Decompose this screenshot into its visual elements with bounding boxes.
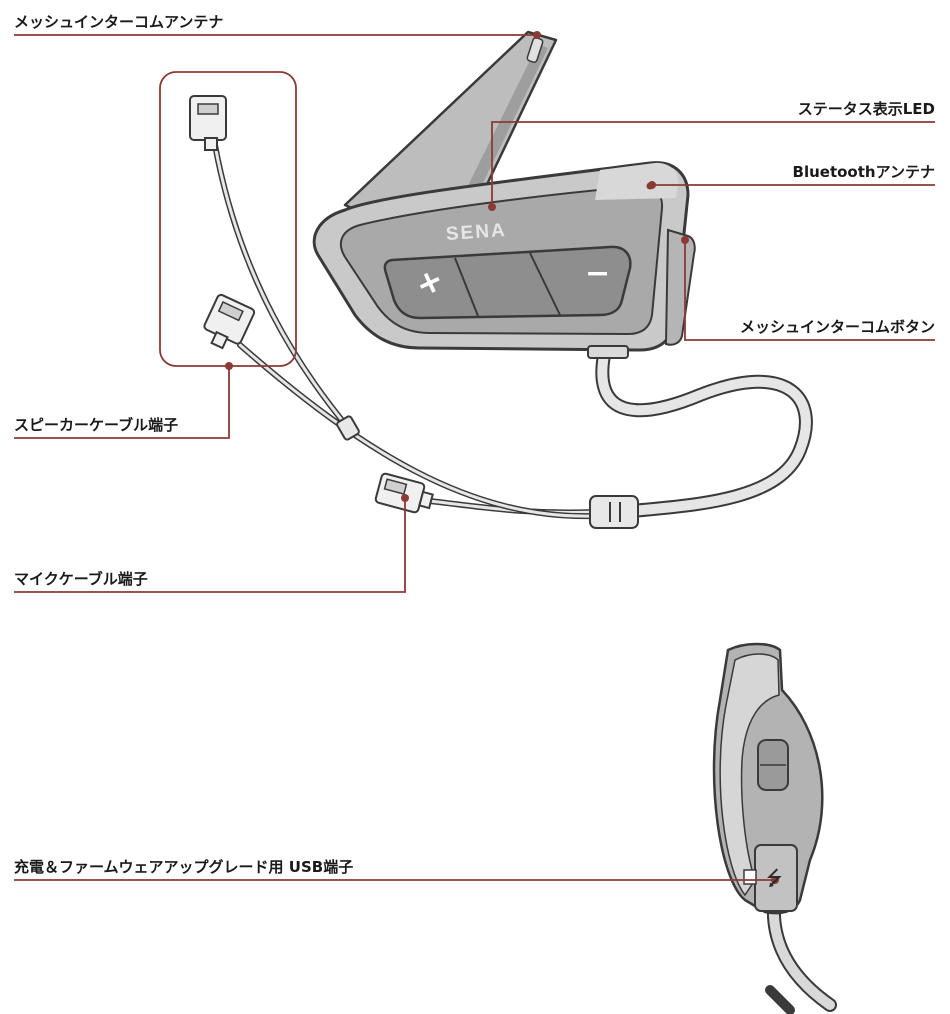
headset-side-view [712, 642, 837, 1014]
cable-clip [336, 415, 360, 441]
volume-down-button[interactable]: − [585, 256, 611, 291]
headset-device [312, 161, 696, 359]
speaker-connector-top [189, 95, 227, 151]
mic-connector [374, 472, 434, 514]
leader-dots [225, 31, 779, 884]
label-speaker-terminal: スピーカーケーブル端子 [14, 416, 179, 434]
label-status-led: ステータス表示LED [797, 100, 935, 118]
label-usb-port: 充電＆ファームウェアアップグレード用 USB端子 [14, 858, 354, 876]
speaker-connector-bottom [203, 293, 256, 350]
label-bt-antenna: Bluetoothアンテナ [792, 163, 935, 181]
leader-lines [14, 34, 935, 881]
label-mesh-antenna: メッシュインターコムアンテナ [14, 13, 224, 31]
usb-icon: ⭍ [766, 866, 783, 890]
brand-logo: SENA [445, 219, 508, 246]
cables [212, 142, 813, 520]
label-mesh-button: メッシュインターコムボタン [739, 318, 935, 336]
cable-splitter [589, 495, 639, 529]
label-mic-terminal: マイクケーブル端子 [14, 570, 148, 588]
